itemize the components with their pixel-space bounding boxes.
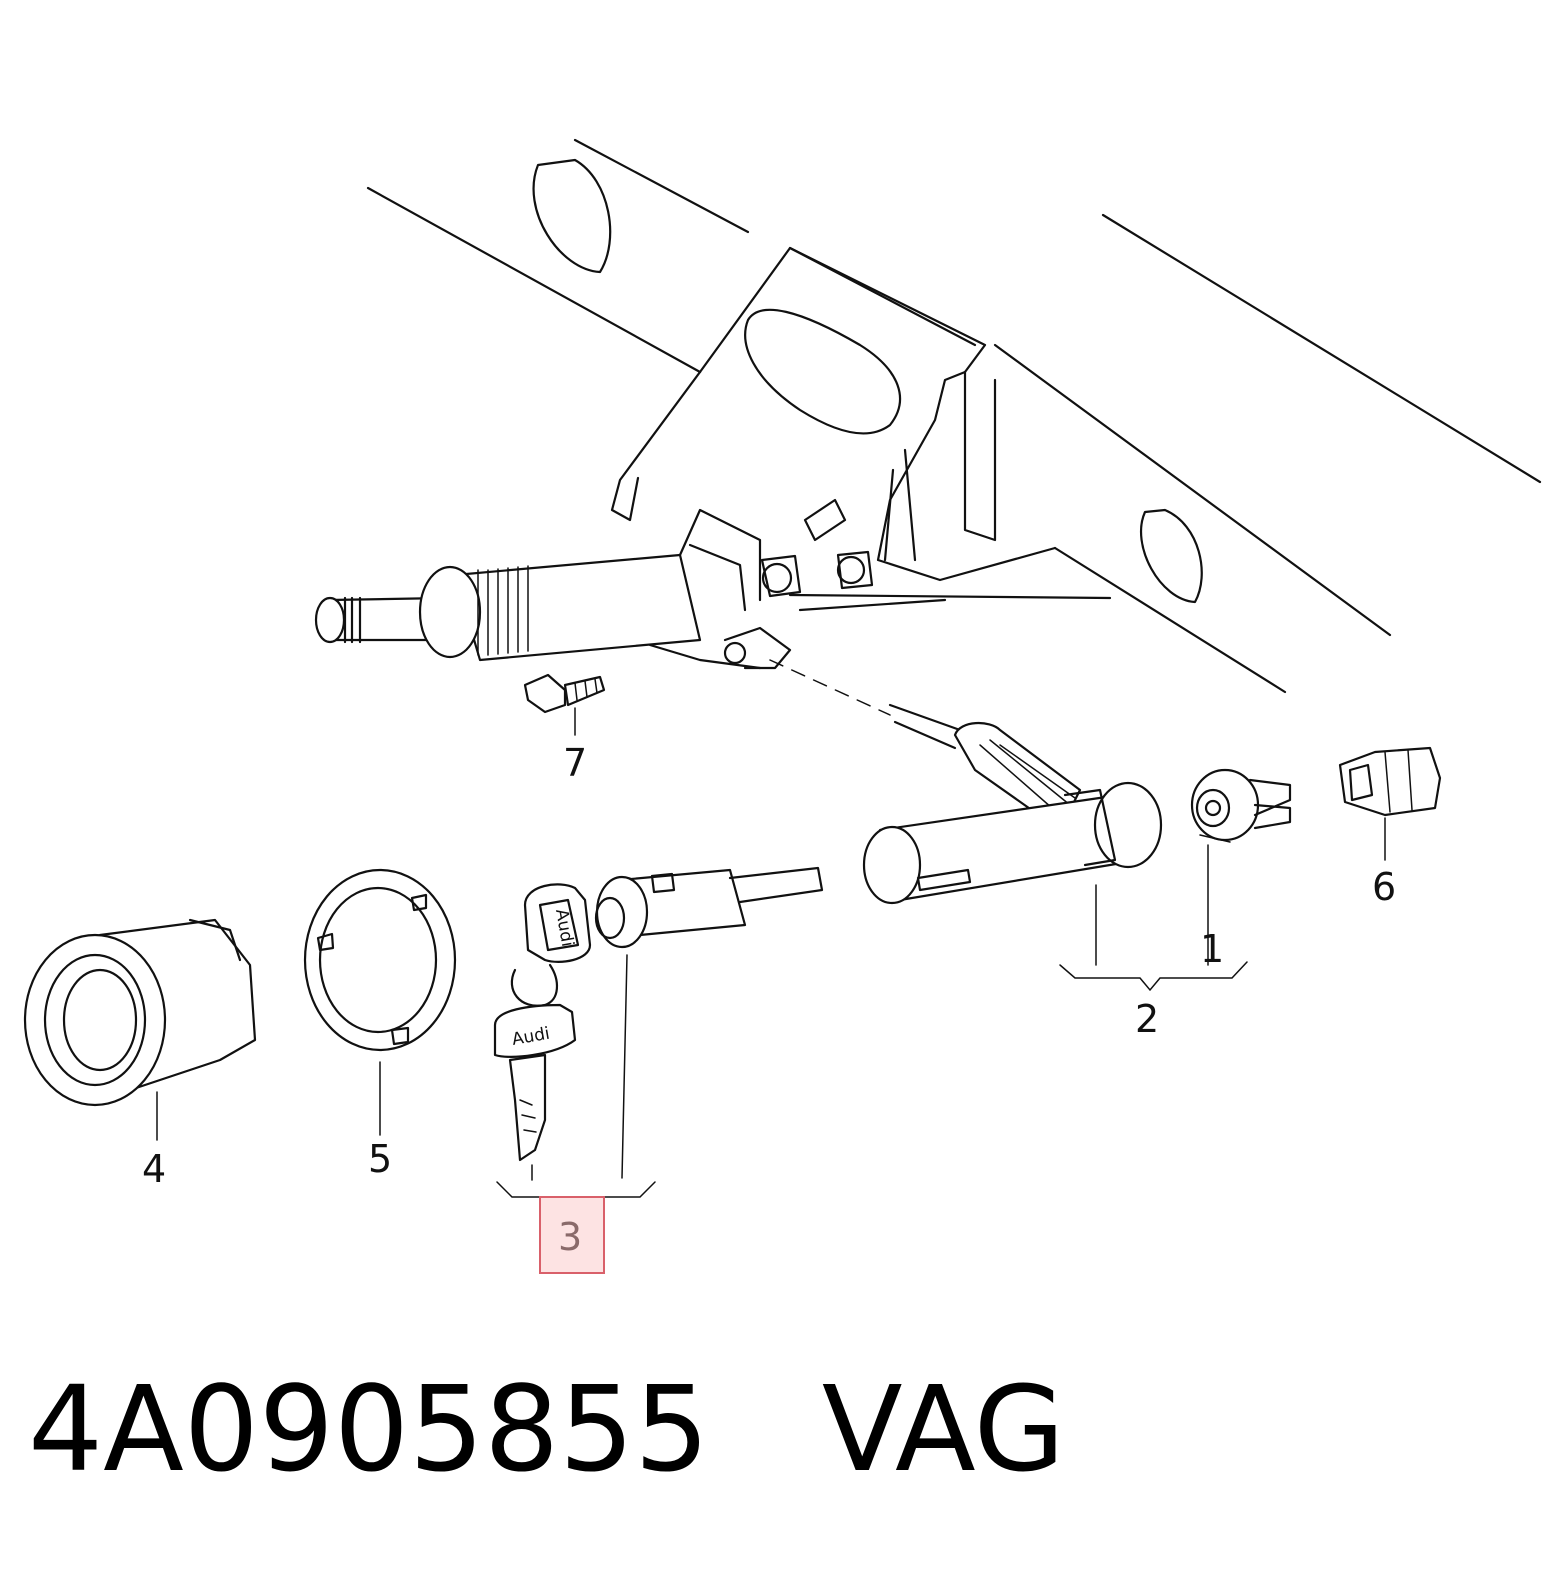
callout-3: 3 xyxy=(558,1215,582,1259)
callout-7: 7 xyxy=(563,741,587,785)
assembly-line xyxy=(769,659,891,716)
part-2-lock-housing xyxy=(862,703,1163,905)
callout-1: 1 xyxy=(1200,927,1224,971)
callout-2: 2 xyxy=(1135,997,1159,1041)
callout-6: 6 xyxy=(1372,865,1396,909)
highlight-box-3 xyxy=(539,1196,605,1274)
part-7-bolt xyxy=(523,673,606,714)
bracket-2 xyxy=(1059,961,1248,992)
callout-4: 4 xyxy=(142,1147,166,1191)
brand-name: VAG xyxy=(821,1360,1066,1498)
part-5-retaining-ring xyxy=(303,868,457,1052)
part-number-caption: 4A0905855 VAG xyxy=(28,1370,1065,1488)
steering-column-bracket xyxy=(610,246,1112,670)
part-3-lock-cylinder-with-keys: Audi Audi xyxy=(493,866,824,1162)
part-1-ignition-switch xyxy=(1190,768,1292,843)
dashboard-crossmember xyxy=(366,138,1542,694)
part-number: 4A0905855 xyxy=(28,1360,710,1498)
steering-column xyxy=(314,508,874,670)
part-6-connector xyxy=(1338,746,1442,817)
callout-5: 5 xyxy=(368,1137,392,1181)
part-4-trim-ring xyxy=(23,918,257,1107)
